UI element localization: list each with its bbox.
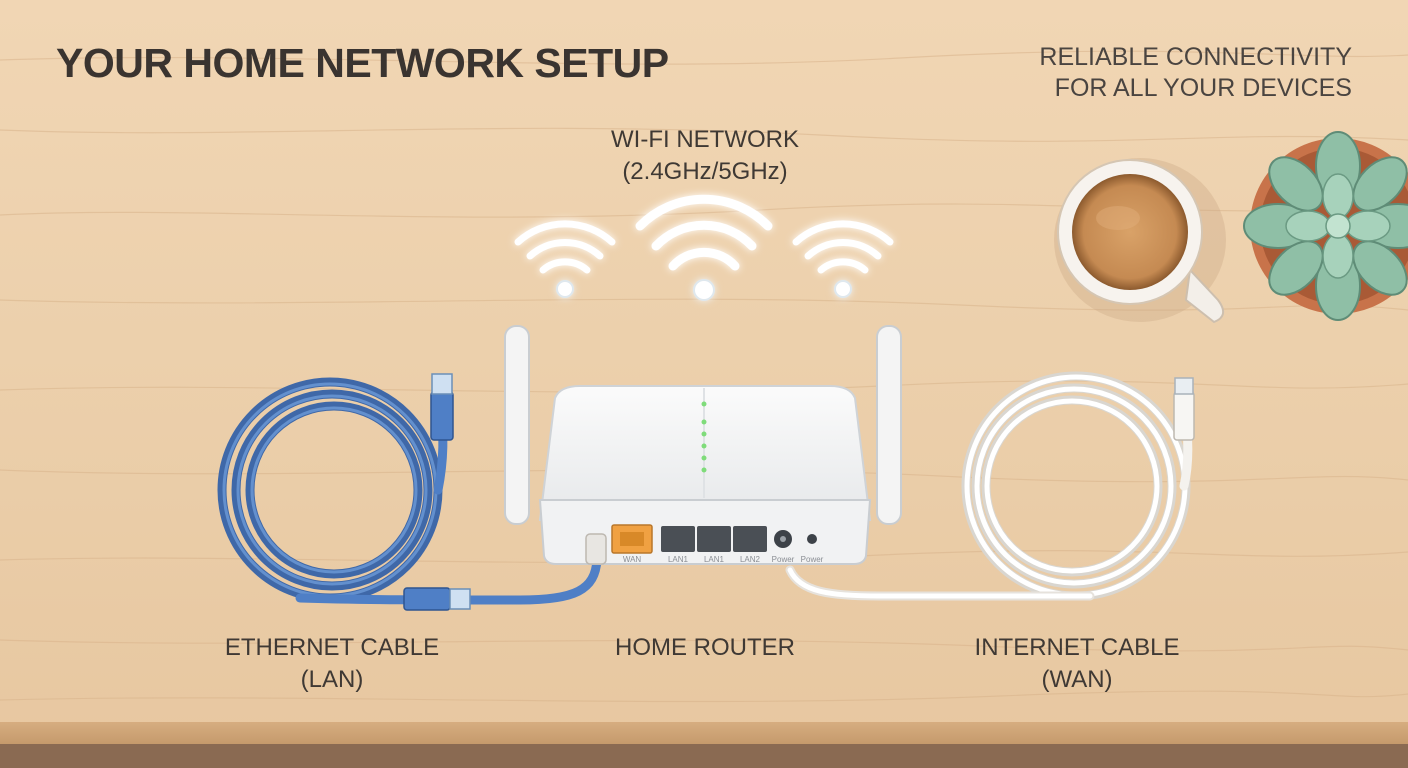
port-label-wan: WAN [623, 555, 642, 564]
ethernet-cable-icon [217, 373, 602, 611]
internet-cable-icon [785, 371, 1195, 601]
tagline-line-1: RELIABLE CONNECTIVITY [1039, 43, 1352, 71]
desk-edge [0, 722, 1408, 744]
wifi-network-label: WI-FI NETWORK (2.4GHz/5GHz) [552, 124, 858, 188]
tagline: RELIABLE CONNECTIVITY FOR ALL YOUR DEVIC… [1039, 42, 1352, 104]
ethernet-label-line-1: ETHERNET CABLE [224, 634, 440, 661]
floor [0, 744, 1408, 768]
port-label-lan2: LAN2 [740, 555, 761, 564]
succulent-plant-icon [1243, 131, 1408, 321]
home-router-label: HOME ROUTER [615, 634, 795, 661]
wifi-label-line-1: WI-FI NETWORK [611, 126, 799, 153]
port-label-power-b: Power [801, 555, 824, 564]
internet-label-line-2: (WAN) [1041, 666, 1113, 693]
tagline-line-2: FOR ALL YOUR DEVICES [1054, 74, 1352, 102]
port-label-lan1: LAN1 [668, 555, 689, 564]
ethernet-label-line-2: (LAN) [300, 666, 364, 693]
coffee-cup-icon [1054, 158, 1226, 324]
network-illustration: WAN LAN1 LAN1 LAN2 Power Power [217, 131, 1408, 611]
port-label-lan1-b: LAN1 [704, 555, 725, 564]
wifi-icon [635, 194, 773, 301]
page-title: YOUR HOME NETWORK SETUP [56, 40, 669, 86]
internet-cable-label: INTERNET CABLE (WAN) [922, 632, 1232, 696]
wifi-icon [514, 220, 616, 298]
wifi-icon [792, 220, 894, 298]
port-label-power: Power [772, 555, 795, 564]
internet-label-line-1: INTERNET CABLE [974, 634, 1180, 661]
router-icon: WAN LAN1 LAN1 LAN2 Power Power [504, 325, 902, 565]
ethernet-cable-label: ETHERNET CABLE (LAN) [182, 632, 482, 696]
wifi-label-line-2: (2.4GHz/5GHz) [622, 158, 788, 185]
